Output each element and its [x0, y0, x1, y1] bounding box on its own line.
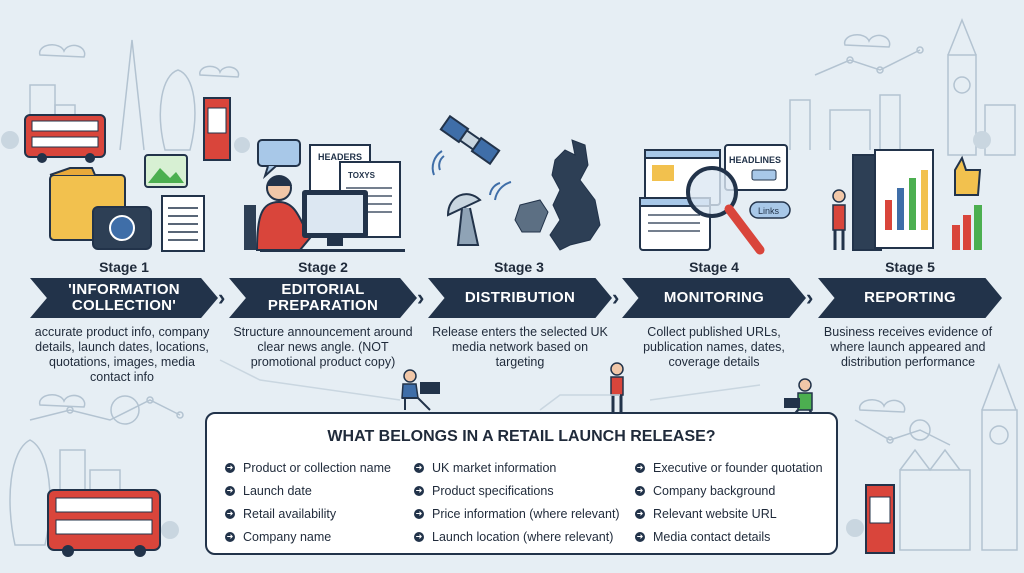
headers-label: HEADERS [318, 152, 362, 162]
chevron-right-icon: › [417, 285, 425, 310]
list-item: ➜ Executive or founder quotation [635, 456, 823, 479]
stage-3-description: Release enters the selected UK media net… [432, 325, 608, 369]
stage-3-title: DISTRIBUTION [464, 289, 576, 306]
satellite-map-illustration [431, 114, 601, 251]
arrow-bullet-icon: ➜ [414, 485, 424, 496]
arrow-bullet-icon: ➜ [635, 508, 645, 519]
list-item-label: UK market information [432, 460, 557, 475]
arrow-bullet-icon: ➜ [635, 485, 645, 496]
london-skyline-bottom-right [854, 362, 1018, 551]
headlines-label: HEADLINES [729, 155, 781, 165]
stage-2-title-line2: PREPARATION [267, 297, 379, 314]
list-item: ➜ Media contact details [635, 525, 823, 548]
arrow-bullet-icon: ➜ [635, 462, 645, 473]
list-item-label: Retail availability [243, 506, 337, 521]
stage-5-description: Business receives evidence of where laun… [823, 325, 993, 369]
list-item: ➜ Launch location (where relevant) [414, 525, 620, 548]
list-item-label: Launch location (where relevant) [432, 529, 614, 544]
list-item: ➜ Launch date [225, 479, 391, 502]
phone-box-bottom [865, 484, 895, 554]
stage-1-title-line1: 'INFORMATION [68, 281, 180, 298]
checklist-column-1: ➜ Product or collection name ➜ Launch date… [225, 456, 391, 548]
arrow-bullet-icon: ➜ [225, 531, 235, 542]
red-bus-top-left [24, 114, 106, 163]
folder-camera-illustration [49, 154, 205, 252]
list-item: ➜ Product or collection name [225, 456, 391, 479]
chevron-right-icon: › [612, 285, 620, 310]
list-item-label: Product specifications [432, 483, 554, 498]
links-label: Links [758, 206, 780, 216]
list-item-label: Price information (where relevant) [432, 506, 620, 521]
stage-3-label: Stage 3 [494, 259, 544, 275]
arrow-bullet-icon: ➜ [225, 508, 235, 519]
list-item: ➜ Relevant website URL [635, 502, 823, 525]
stage-1-label: Stage 1 [99, 259, 149, 275]
checklist-column-3: ➜ Executive or founder quotation ➜ Company… [635, 456, 823, 548]
list-item: ➜ Company background [635, 479, 823, 502]
monitoring-illustration [639, 144, 791, 255]
list-item-label: Product or collection name [243, 460, 391, 475]
list-item-label: Relevant website URL [653, 506, 777, 521]
arrow-bullet-icon: ➜ [225, 462, 235, 473]
stage-5-label: Stage 5 [885, 259, 935, 275]
red-bus-bottom-left [47, 489, 161, 557]
person-standing-middle [610, 362, 624, 412]
writer-at-desk-illustration [244, 139, 405, 252]
stage-2-description: Structure announcement around clear news… [233, 325, 413, 369]
list-item-label: Media contact details [653, 529, 771, 544]
reporting-illustration [832, 149, 982, 251]
arrow-bullet-icon: ➜ [414, 508, 424, 519]
stage-1-description: accurate product info, company details, … [34, 325, 210, 384]
stage-4-title: MONITORING [663, 289, 765, 306]
arrow-bullet-icon: ➜ [414, 462, 424, 473]
chevron-right-icon: › [806, 285, 814, 310]
stage-2-title-line1: EDITORIAL [281, 281, 365, 298]
stage-5-banner: REPORTING [818, 278, 1002, 318]
list-item: ➜ UK market information [414, 456, 620, 479]
checklist-column-2: ➜ UK market information ➜ Product specific… [414, 456, 620, 548]
retail-launch-checklist: WHAT BELONGS IN A RETAIL LAUNCH RELEASE?… [205, 412, 838, 555]
list-item-label: Company background [653, 483, 776, 498]
connector-lines [219, 359, 761, 411]
arrow-bullet-icon: ➜ [414, 531, 424, 542]
list-item-label: Company name [243, 529, 332, 544]
list-item: ➜ Retail availability [225, 502, 391, 525]
chevron-right-icon: › [218, 285, 226, 310]
texts-label: TOXYS [348, 171, 376, 180]
stage-1-title-line2: COLLECTION' [71, 297, 177, 314]
stage-4-banner: MONITORING [622, 278, 806, 318]
stage-2-label: Stage 2 [298, 259, 348, 275]
list-item: ➜ Price information (where relevant) [414, 502, 620, 525]
stage-4-description: Collect published URLs, publication name… [643, 325, 785, 369]
arrow-bullet-icon: ➜ [635, 531, 645, 542]
list-item: ➜ Product specifications [414, 479, 620, 502]
checklist-title: WHAT BELONGS IN A RETAIL LAUNCH RELEASE? [327, 428, 716, 445]
stage-4-label: Stage 4 [689, 259, 739, 275]
list-item-label: Executive or founder quotation [653, 460, 823, 475]
list-item: ➜ Company name [225, 525, 391, 548]
list-item-label: Launch date [243, 483, 312, 498]
phone-box-top [203, 97, 231, 161]
arrow-bullet-icon: ➜ [225, 485, 235, 496]
person-with-laptop-left [401, 369, 440, 411]
london-skyline-right [789, 17, 1016, 156]
stage-3-banner: DISTRIBUTION [428, 278, 612, 318]
stage-5-title: REPORTING [864, 289, 956, 306]
